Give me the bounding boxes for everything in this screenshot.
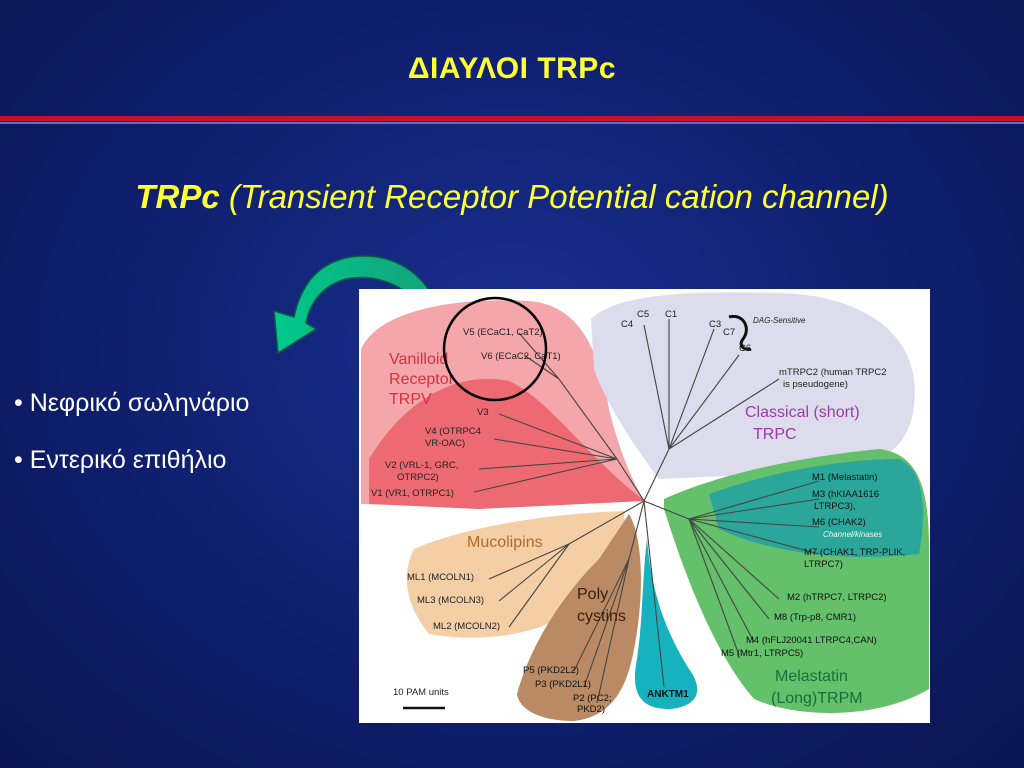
svg-text:DAG-Sensitive: DAG-Sensitive: [753, 316, 806, 325]
svg-text:V2 (VRL-1, GRC,: V2 (VRL-1, GRC,: [385, 460, 458, 471]
svg-text:M2 (hTRPC7, LTRPC2): M2 (hTRPC7, LTRPC2): [787, 592, 887, 603]
dag-bracket: [728, 314, 752, 351]
group-label-melastatin-2: (Long)TRPM: [771, 690, 863, 707]
svg-text:LTRPC7): LTRPC7): [804, 559, 843, 570]
title-divider-red: [0, 116, 1024, 121]
svg-text:ML1 (MCOLN1): ML1 (MCOLN1): [407, 572, 474, 583]
svg-text:M4 (hFLJ20041 LTRPC4,CAN): M4 (hFLJ20041 LTRPC4,CAN): [746, 635, 877, 646]
subtitle-rest: (Transient Receptor Potential cation cha…: [219, 178, 889, 215]
svg-text:ML3 (MCOLN3): ML3 (MCOLN3): [417, 595, 484, 606]
trpc-region: [591, 292, 915, 479]
title-divider-blue: [0, 122, 1024, 124]
svg-text:M6 (CHAK2): M6 (CHAK2): [812, 517, 866, 528]
svg-text:C3: C3: [709, 319, 721, 330]
trpm-leaf-labels: M1 (Melastatin) M3 (hKIAA1616 LTRPC3), M…: [721, 472, 905, 659]
group-label-classical-2: TRPC: [753, 426, 797, 443]
svg-text:C7: C7: [723, 327, 735, 338]
svg-text:M3 (hKIAA1616: M3 (hKIAA1616: [812, 489, 879, 500]
svg-text:OTRPC2): OTRPC2): [397, 472, 439, 483]
svg-text:P2 (PC2;: P2 (PC2;: [573, 693, 612, 704]
svg-text:VR-OAC): VR-OAC): [425, 438, 465, 449]
svg-text:M1 (Melastatin): M1 (Melastatin): [812, 472, 877, 483]
svg-text:C1: C1: [665, 309, 677, 320]
svg-text:Channel/kinases: Channel/kinases: [823, 530, 882, 539]
bullet-item: • Εντερικό επιθήλιο: [14, 446, 227, 474]
svg-text:C6: C6: [739, 343, 751, 354]
trpc-leaf-labels: C5 C1 C4 C3 C7 C6 DAG-Sensitive mTRPC2 (…: [621, 309, 887, 390]
svg-text:C5: C5: [637, 309, 649, 320]
ankt-region: [634, 539, 698, 709]
trpv-inner-region: [369, 378, 645, 509]
svg-text:is pseudogene): is pseudogene): [783, 379, 848, 390]
svg-text:M5 (Mtr1, LTRPC5): M5 (Mtr1, LTRPC5): [721, 648, 803, 659]
group-label-polycystins-2: cystins: [577, 608, 626, 625]
slide-title: ΔΙΑΥΛΟΙ TRPc: [407, 52, 617, 85]
svg-text:mTRPC2 (human TRPC2: mTRPC2 (human TRPC2: [779, 367, 887, 378]
trpm-inner-region: [709, 459, 923, 558]
svg-text:V1 (VR1, OTRPC1): V1 (VR1, OTRPC1): [371, 488, 454, 499]
subtitle-strong: TRPc: [135, 178, 220, 215]
svg-text:V4 (OTRPC4: V4 (OTRPC4: [425, 426, 481, 437]
bullet-item: • Νεφρικό σωληνάριο: [14, 389, 250, 417]
svg-text:M7 (CHAK1, TRP-PLIK,: M7 (CHAK1, TRP-PLIK,: [804, 547, 905, 558]
scale-label: 10 PAM units: [393, 687, 449, 698]
group-label-polycystins: Poly: [577, 586, 608, 603]
highlight-circle: [442, 296, 548, 402]
svg-text:ML2 (MCOLN2): ML2 (MCOLN2): [433, 621, 500, 632]
tree-branches: [473, 319, 820, 704]
svg-text:M8 (Trp-p8, CMR1): M8 (Trp-p8, CMR1): [774, 612, 856, 623]
svg-text:V5 (ECaC1, CaT2): V5 (ECaC1, CaT2): [463, 327, 543, 338]
svg-text:LTRPC3),: LTRPC3),: [814, 501, 856, 512]
p-leaf-labels: P5 (PKD2L2) P3 (PKD2L1) P2 (PC2; PKD2): [523, 665, 612, 715]
svg-text:V3: V3: [477, 407, 489, 418]
group-label-mucolipins: Mucolipins: [467, 534, 543, 551]
curved-arrow-icon: [273, 255, 443, 355]
bullet-list: • Νεφρικό σωληνάριο • Εντερικό επιθήλιο: [14, 388, 249, 502]
svg-text:V6 (ECaC2, CaT1): V6 (ECaC2, CaT1): [481, 351, 561, 362]
slide-subtitle: TRPc (Transient Receptor Potential catio…: [0, 178, 1024, 216]
trpv-leaf-labels: V5 (ECaC1, CaT2) V6 (ECaC2, CaT1) V3 V4 …: [371, 327, 561, 499]
ml-leaf-labels: ML1 (MCOLN1) ML3 (MCOLN3) ML2 (MCOLN2): [407, 572, 500, 632]
svg-text:P3 (PKD2L1): P3 (PKD2L1): [535, 679, 591, 690]
group-label-ankt: ANKTM1: [647, 689, 689, 700]
svg-text:C4: C4: [621, 319, 633, 330]
polycystin-region: [517, 514, 641, 721]
group-label-melastatin: Melastatin: [775, 668, 848, 685]
svg-text:PKD2): PKD2): [577, 704, 605, 715]
group-label-classical: Classical (short): [745, 404, 860, 421]
svg-text:P5 (PKD2L2): P5 (PKD2L2): [523, 665, 579, 676]
